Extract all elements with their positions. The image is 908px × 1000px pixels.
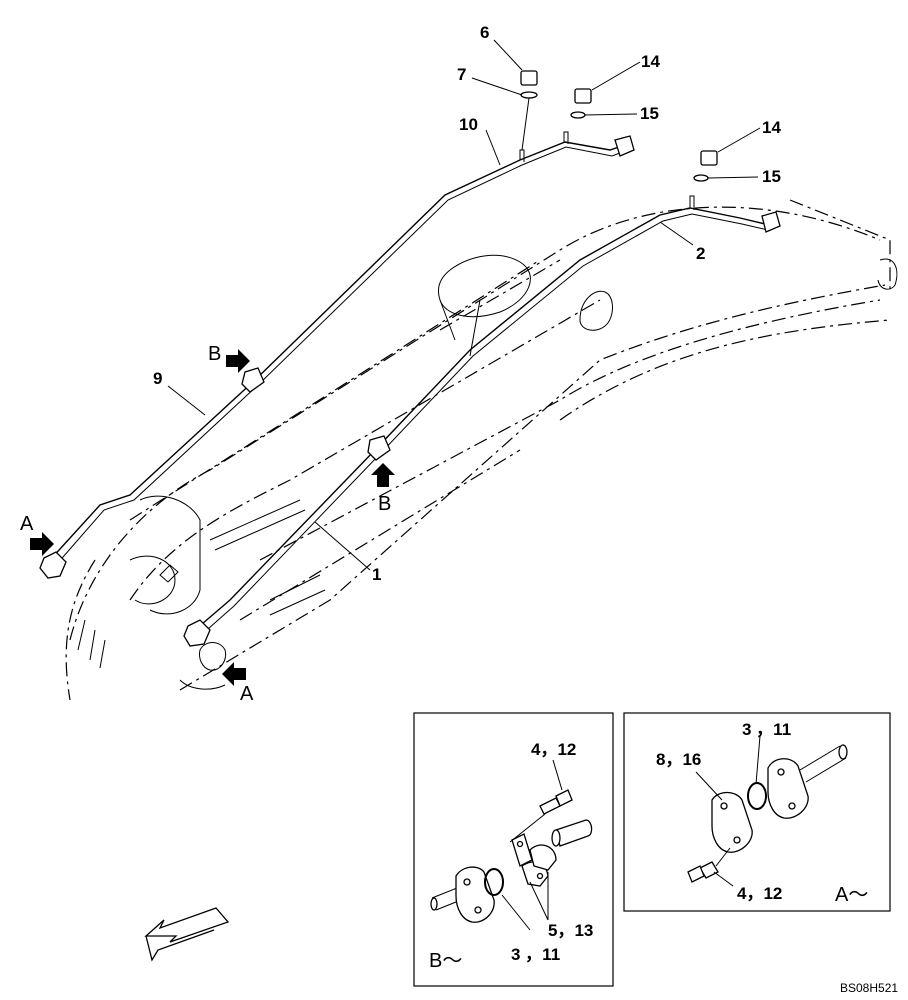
- arrow-b-top-icon: [226, 349, 250, 373]
- label-ref-a-top: A: [20, 513, 34, 535]
- fitting-2-end: [761, 211, 781, 233]
- cap-6: [520, 70, 538, 86]
- arrow-a-top-icon: [30, 532, 54, 556]
- label-15-lower: 15: [762, 167, 781, 186]
- detail-b-label-3-11: 3 ，11: [511, 945, 560, 964]
- label-15-upper: 15: [640, 104, 659, 123]
- label-ref-b-mid: B: [378, 493, 391, 515]
- detail-box-a: 3 ，11 8，16 4，12 A～: [623, 712, 891, 912]
- boom-outline: [65, 199, 891, 701]
- direction-arrow-icon: [144, 907, 230, 962]
- oring-15-upper: [570, 111, 586, 119]
- part-labels: 6 7 14 15 10 14 15 2 9 1 A B B A: [20, 23, 781, 705]
- arrow-b-mid-icon: [371, 463, 395, 487]
- leader-lines: [167, 39, 761, 571]
- fitting-1-end: [183, 619, 211, 647]
- detail-a-caption: A～: [835, 884, 868, 906]
- label-6: 6: [480, 23, 489, 42]
- label-ref-b-top: B: [208, 343, 221, 365]
- oring-b: [484, 868, 504, 896]
- label-2: 2: [696, 244, 705, 263]
- pipe-9-10: [39, 135, 635, 579]
- top-small-parts: [520, 70, 718, 182]
- cap-14-upper: [574, 88, 592, 104]
- fitting-9-10-joint: [241, 367, 265, 393]
- label-14-upper: 14: [641, 52, 660, 71]
- drawing-code: BS08H521: [840, 981, 898, 995]
- fitting-1-joint: [367, 435, 391, 461]
- label-9: 9: [153, 369, 162, 388]
- label-14-lower: 14: [762, 118, 781, 137]
- label-ref-a-bottom: A: [240, 683, 254, 705]
- oring-15-lower: [693, 174, 709, 182]
- detail-b-caption: B～: [429, 950, 462, 972]
- label-1: 1: [372, 565, 381, 584]
- label-7: 7: [457, 65, 466, 84]
- detail-a-label-3-11: 3 ，11: [742, 720, 791, 739]
- boom-body-sketch: [77, 254, 898, 690]
- fitting-10-end: [614, 135, 635, 157]
- fitting-9-end: [39, 551, 67, 579]
- arrow-a-bottom-icon: [222, 662, 246, 686]
- oring-7: [520, 91, 538, 99]
- label-10: 10: [459, 115, 478, 134]
- detail-box-b: 4，12 5，13 3 ，11 B～: [413, 712, 614, 987]
- detail-b-label-5-13: 5，13: [548, 921, 593, 940]
- view-arrows: [30, 349, 395, 686]
- detail-a-label-8-16: 8，16: [656, 750, 701, 769]
- cap-14-lower: [700, 150, 718, 166]
- detail-a-label-4-12: 4，12: [737, 884, 782, 903]
- oring-a: [747, 782, 767, 810]
- detail-b-label-4-12: 4，12: [531, 740, 576, 759]
- pipe-1-2: [183, 131, 781, 647]
